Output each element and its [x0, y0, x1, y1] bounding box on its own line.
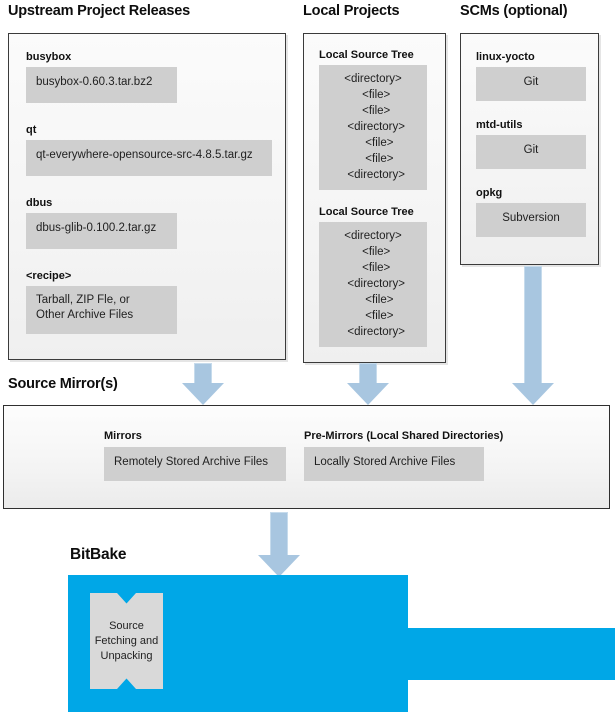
arrow-stem [194, 363, 212, 385]
upstream-item-qt: qt qt-everywhere-opensource-src-4.8.5.ta… [26, 124, 276, 176]
scm-item-label: linux-yocto [476, 51, 535, 63]
tree-line: <file> [352, 294, 394, 306]
arrow-head [347, 383, 389, 405]
upstream-item-busybox: busybox busybox-0.60.3.tar.bz2 [26, 51, 266, 103]
scms-panel: linux-yocto Git mtd-utils Git opkg Subve… [460, 33, 599, 265]
mirror-group-value: Locally Stored Archive Files [304, 447, 484, 481]
local-projects-column-title: Local Projects [303, 3, 400, 19]
local-source-tree-listing: <directory> <file> <file> <directory> <f… [319, 65, 427, 190]
upstream-item-label: qt [26, 124, 37, 136]
tree-line: <directory> [344, 73, 402, 85]
upstream-item-label: <recipe> [26, 270, 72, 282]
mirror-group-pre-mirrors: Pre-Mirrors (Local Shared Directories) L… [304, 430, 503, 481]
local-projects-panel: Local Source Tree <directory> <file> <fi… [303, 33, 446, 363]
upstream-item-label: dbus [26, 197, 53, 209]
callout-line-1: Source [109, 619, 144, 632]
arrow-mirror-to-bitbake [258, 512, 300, 577]
bitbake-title: BitBake [70, 546, 127, 563]
tree-line: <file> [352, 137, 394, 149]
scm-item-value: Subversion [476, 203, 586, 237]
tree-line: <file> [355, 246, 391, 258]
callout-line-3: Unpacking [100, 649, 153, 662]
scm-item-value: Git [476, 67, 586, 101]
upstream-item-dbus: dbus dbus-glib-0.100.2.tar.gz [26, 197, 266, 249]
source-mirrors-title: Source Mirror(s) [8, 376, 118, 392]
tree-line: <file> [355, 89, 391, 101]
arrow-stem [270, 512, 288, 557]
scm-item-opkg: opkg Subversion [476, 187, 586, 237]
local-source-tree-1: Local Source Tree <directory> <file> <fi… [319, 49, 432, 190]
arrow-stem [524, 266, 542, 385]
tree-line: <directory> [341, 121, 405, 133]
scm-item-mtd-utils: mtd-utils Git [476, 119, 586, 169]
upstream-item-value: dbus-glib-0.100.2.tar.gz [26, 213, 177, 249]
tree-line: <directory> [341, 278, 405, 290]
mirror-group-label: Pre-Mirrors (Local Shared Directories) [304, 430, 504, 442]
tree-line: <directory> [341, 169, 405, 181]
local-source-tree-label: Local Source Tree [319, 206, 414, 218]
upstream-recipe-line-1: Tarball, ZIP Fle, or [36, 294, 130, 306]
upstream-panel: busybox busybox-0.60.3.tar.bz2 qt qt-eve… [8, 33, 286, 360]
upstream-item-recipe: <recipe> Tarball, ZIP Fle, or Other Arch… [26, 270, 266, 334]
scm-item-label: mtd-utils [476, 119, 523, 131]
upstream-item-label: busybox [26, 51, 72, 63]
tree-line: <file> [355, 262, 391, 274]
upstream-item-value: qt-everywhere-opensource-src-4.8.5.tar.g… [26, 140, 272, 176]
tree-line: <file> [355, 105, 391, 117]
upstream-column-title: Upstream Project Releases [8, 3, 190, 19]
upstream-item-value: busybox-0.60.3.tar.bz2 [26, 67, 177, 103]
tree-line: <file> [352, 310, 394, 322]
upstream-item-value: Tarball, ZIP Fle, or Other Archive Files [26, 286, 177, 334]
arrow-upstream-to-mirror [182, 363, 224, 405]
scm-item-value: Git [476, 135, 586, 169]
arrow-head [258, 555, 300, 577]
arrow-head [512, 383, 554, 405]
arrow-scm-to-mirror [512, 266, 554, 405]
scm-item-label: opkg [476, 187, 503, 199]
scm-item-linux-yocto: linux-yocto Git [476, 51, 586, 101]
tree-line: <file> [352, 153, 394, 165]
arrow-stem [359, 363, 377, 385]
arrow-head [182, 383, 224, 405]
mirror-group-label: Mirrors [104, 430, 142, 442]
local-source-tree-listing: <directory> <file> <file> <directory> <f… [319, 222, 427, 347]
callout-line-2: Fetching and [94, 634, 159, 647]
tree-line: <directory> [341, 326, 405, 338]
local-source-tree-2: Local Source Tree <directory> <file> <fi… [319, 206, 432, 347]
mirror-group-mirrors: Mirrors Remotely Stored Archive Files [104, 430, 286, 481]
arrow-local-to-mirror [347, 363, 389, 405]
tree-line: <directory> [344, 230, 402, 242]
source-fetching-callout: Source Fetching and Unpacking [90, 593, 163, 689]
source-mirrors-panel: Mirrors Remotely Stored Archive Files Pr… [3, 405, 610, 509]
bitbake-block-extension [408, 628, 615, 680]
mirror-group-value: Remotely Stored Archive Files [104, 447, 286, 481]
scms-column-title: SCMs (optional) [460, 3, 568, 19]
local-source-tree-label: Local Source Tree [319, 49, 414, 61]
upstream-recipe-line-2: Other Archive Files [36, 309, 134, 321]
